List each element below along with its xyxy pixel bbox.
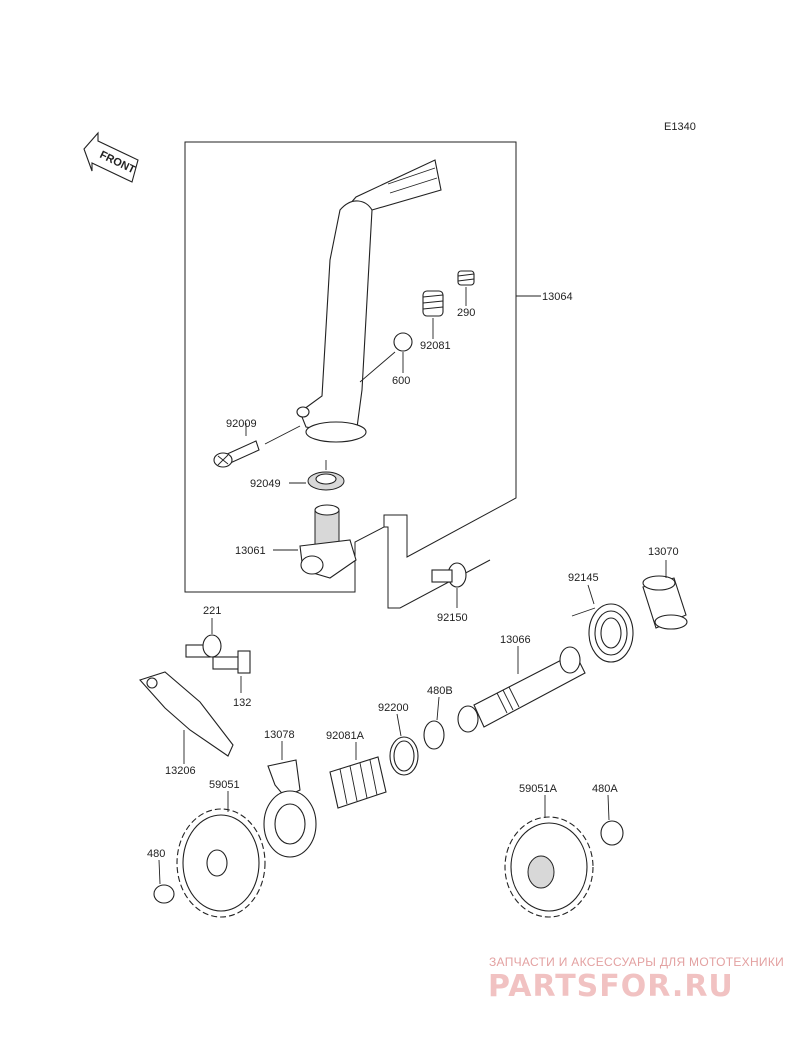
assembly-frame bbox=[184, 141, 517, 593]
kick-pedal-lever bbox=[296, 159, 442, 443]
front-arrow-icon: FRONT bbox=[83, 131, 139, 183]
bolt-221 bbox=[185, 634, 222, 658]
shaft-13061 bbox=[299, 504, 357, 579]
part-label-13070: 13070 bbox=[648, 546, 679, 558]
part-label-13066: 13066 bbox=[500, 634, 531, 646]
watermark-logo: PARTSFOR.RU bbox=[488, 969, 734, 1004]
gear-59051A bbox=[504, 816, 594, 918]
washer-92200 bbox=[389, 736, 419, 776]
watermark-tagline: ЗАПЧАСТИ И АКСЕССУАРЫ ДЛЯ МОТОТЕХНИКИ bbox=[489, 955, 784, 969]
plate-13206 bbox=[139, 671, 234, 757]
assembly-frame-offset bbox=[384, 526, 491, 609]
leader-lines bbox=[158, 287, 667, 885]
spring-92081A bbox=[329, 756, 387, 809]
part-label-480: 480 bbox=[147, 848, 165, 860]
part-label-92081: 92081 bbox=[420, 340, 451, 352]
collar-13070 bbox=[642, 575, 688, 630]
ball-600 bbox=[393, 332, 413, 352]
circlip-480A bbox=[600, 820, 624, 846]
part-label-92200: 92200 bbox=[378, 702, 409, 714]
part-label-92049: 92049 bbox=[250, 478, 281, 490]
bolt-92009 bbox=[213, 440, 260, 468]
spring-290 bbox=[457, 270, 475, 286]
part-label-13206: 13206 bbox=[165, 765, 196, 777]
part-label-92150: 92150 bbox=[437, 612, 468, 624]
part-label-59051: 59051 bbox=[209, 779, 240, 791]
bolt-92150 bbox=[431, 562, 467, 588]
gear-59051 bbox=[176, 808, 266, 918]
washer-92049 bbox=[307, 471, 345, 491]
part-label-13061: 13061 bbox=[235, 545, 266, 557]
ratchet-13078 bbox=[263, 759, 317, 858]
part-label-132: 132 bbox=[233, 697, 251, 709]
spring-92145 bbox=[571, 603, 634, 663]
part-label-92009: 92009 bbox=[226, 418, 257, 430]
shaft-13066 bbox=[457, 646, 586, 733]
part-label-13064: 13064 bbox=[542, 291, 573, 303]
spring-92081 bbox=[422, 290, 444, 317]
part-label-480A: 480A bbox=[592, 783, 618, 795]
part-labels: 13064 290 92081 600 92009 92049 13061 92… bbox=[147, 291, 679, 860]
diagram-code: E1340 bbox=[664, 121, 696, 133]
bolt-132 bbox=[212, 650, 251, 674]
part-label-13078: 13078 bbox=[264, 729, 295, 741]
part-label-600: 600 bbox=[392, 375, 410, 387]
part-label-92081A: 92081A bbox=[326, 730, 365, 742]
part-label-59051A: 59051A bbox=[519, 783, 558, 795]
part-label-480B: 480B bbox=[427, 685, 453, 697]
watermark: ЗАПЧАСТИ И АКСЕССУАРЫ ДЛЯ МОТОТЕХНИКИ PA… bbox=[488, 955, 784, 1004]
part-label-290: 290 bbox=[457, 307, 475, 319]
part-label-92145: 92145 bbox=[568, 572, 599, 584]
part-label-221: 221 bbox=[203, 605, 221, 617]
circlip-480 bbox=[153, 884, 175, 904]
circlip-480B bbox=[423, 720, 445, 750]
